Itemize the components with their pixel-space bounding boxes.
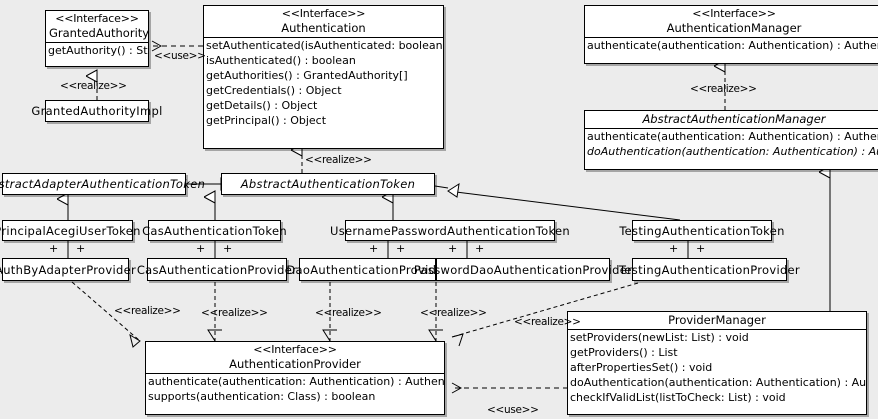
class-abstract-authentication-manager[interactable]: AbstractAuthenticationManager authentica… bbox=[584, 110, 878, 170]
class-name-label: PasswordDaoAuthenticationProvider bbox=[413, 262, 633, 277]
class-members: authenticate(authentication: Authenticat… bbox=[585, 129, 878, 159]
assoc-multiplicity: + bbox=[696, 242, 706, 255]
class-member: authenticate(authentication: Authenticat… bbox=[587, 130, 878, 144]
class-member: isAuthenticated() : boolean bbox=[206, 54, 356, 68]
stereotype-label: <<Interface>> bbox=[55, 12, 139, 25]
edge-realize-testingauthenticationprovider bbox=[451, 282, 639, 347]
class-header: <<Interface>> GrantedAuthority bbox=[46, 11, 150, 44]
class-abstract-adapter-authentication-token[interactable]: AbstractAdapterAuthenticationToken bbox=[0, 173, 205, 195]
edge-label-realize-testingauthenticationprovider: <<realize>> bbox=[514, 316, 581, 328]
class-name-label: GrantedAuthority bbox=[49, 25, 150, 40]
class-testing-authentication-token[interactable]: TestingAuthenticationToken bbox=[619, 220, 784, 241]
class-header: ProviderManager bbox=[568, 312, 866, 331]
assoc-multiplicity: + bbox=[196, 242, 206, 255]
class-header: <<Interface>> AuthenticationProvider bbox=[146, 342, 444, 375]
class-member: checkIfValidList(listToCheck: List) : vo… bbox=[570, 391, 786, 405]
class-name-label: TestingAuthenticationToken bbox=[619, 223, 785, 238]
edge-label-realize-passworddaoprovider: <<realize>> bbox=[420, 307, 487, 319]
class-name-label: GrantedAuthorityImpl bbox=[31, 104, 163, 118]
class-name-label: CasAuthenticationProvider bbox=[136, 262, 298, 277]
class-provider-manager[interactable]: ProviderManager setProviders(newList: Li… bbox=[567, 311, 867, 415]
class-username-password-authentication-token[interactable]: UsernamePasswordAuthenticationToken bbox=[330, 220, 570, 241]
edge-label-use-providermanager: <<use>> bbox=[487, 404, 539, 416]
class-members: setAuthenticated(isAuthenticated: boolea… bbox=[204, 38, 443, 128]
class-name-label: CasAuthenticationToken bbox=[142, 223, 287, 238]
assoc-multiplicity: + bbox=[76, 242, 86, 255]
class-name-label: DaoAuthenticationProvider bbox=[286, 262, 449, 277]
assoc-multiplicity: + bbox=[49, 242, 59, 255]
class-member: getCredentials() : Object bbox=[206, 84, 342, 98]
class-name-label: AuthenticationProvider bbox=[229, 356, 361, 371]
edge-label-realize-daoauthenticationprovider: <<realize>> bbox=[315, 307, 382, 319]
class-cas-authentication-provider[interactable]: CasAuthenticationProvider bbox=[137, 258, 297, 281]
class-header: <<Interface>> Authentication bbox=[204, 6, 443, 39]
class-granted-authority-impl[interactable]: GrantedAuthorityImpl bbox=[31, 100, 162, 122]
assoc-multiplicity: + bbox=[475, 242, 485, 255]
class-authentication[interactable]: <<Interface>> Authentication setAuthenti… bbox=[203, 5, 444, 149]
edge-label-realize-abstractauthenticationtoken: <<realize>> bbox=[305, 154, 372, 166]
class-members: getAuthority() : String bbox=[46, 43, 148, 58]
edge-realize-casauthenticationprovider bbox=[207, 282, 222, 342]
class-name-label: TestingAuthenticationProvider bbox=[619, 262, 800, 277]
edge-generalize-testingauthenticationtoken bbox=[434, 182, 681, 221]
assoc-multiplicity: + bbox=[396, 242, 406, 255]
edge-realize-passworddaoprovider bbox=[428, 282, 443, 342]
class-testing-authentication-provider[interactable]: TestingAuthenticationProvider bbox=[619, 258, 800, 281]
class-member: supports(authentication: Class) : boolea… bbox=[148, 390, 376, 404]
class-password-dao-authentication-provider[interactable]: PasswordDaoAuthenticationProvider bbox=[414, 258, 632, 281]
class-dao-authentication-provider[interactable]: DaoAuthenticationProvider bbox=[286, 258, 448, 281]
assoc-multiplicity: + bbox=[369, 242, 379, 255]
edge-label-use-grantedauthority: <<use>> bbox=[154, 50, 206, 62]
class-member: afterPropertiesSet() : void bbox=[570, 361, 713, 375]
class-member: setAuthenticated(isAuthenticated: boolea… bbox=[206, 39, 443, 53]
class-member: getAuthority() : String bbox=[48, 44, 148, 58]
class-member: setProviders(newList: List) : void bbox=[570, 331, 749, 345]
assoc-multiplicity: + bbox=[448, 242, 458, 255]
class-name-label: AbstractAuthenticationManager bbox=[642, 112, 826, 126]
class-member: getAuthorities() : GrantedAuthority[] bbox=[206, 69, 408, 83]
stereotype-label: <<Interface>> bbox=[281, 7, 366, 20]
assoc-multiplicity: + bbox=[223, 242, 233, 255]
class-member: getDetails() : Object bbox=[206, 99, 318, 113]
class-name-label: AuthByAdapterProvider bbox=[0, 262, 136, 277]
class-members: setProviders(newList: List) : void getPr… bbox=[568, 330, 866, 405]
class-name-label: UsernamePasswordAuthenticationToken bbox=[330, 223, 570, 238]
class-granted-authority[interactable]: <<Interface>> GrantedAuthority getAuthor… bbox=[45, 10, 149, 67]
class-name-label: PrincipalAcegiUserToken bbox=[0, 223, 141, 238]
class-members: authenticate(authentication: Authenticat… bbox=[146, 374, 444, 404]
class-authentication-provider[interactable]: <<Interface>> AuthenticationProvider aut… bbox=[145, 341, 445, 415]
class-member: getProviders() : List bbox=[570, 346, 678, 360]
class-header: AbstractAuthenticationManager bbox=[585, 111, 878, 130]
class-name-label: ProviderManager bbox=[668, 313, 766, 327]
class-member: doAuthentication(authentication: Authent… bbox=[570, 376, 866, 390]
class-header: <<Interface>> AuthenticationManager bbox=[585, 6, 878, 39]
stereotype-label: <<Interface>> bbox=[692, 7, 776, 20]
class-auth-by-adapter-provider[interactable]: AuthByAdapterProvider bbox=[0, 258, 136, 281]
edge-label-realize-abstractauthenticationmanager: <<realize>> bbox=[690, 83, 757, 95]
class-member: authenticate(authentication: Authenticat… bbox=[587, 39, 878, 53]
assoc-multiplicity: + bbox=[669, 242, 679, 255]
edge-realize-authbyadapterprovider bbox=[71, 281, 141, 348]
class-members: authenticate(authentication: Authenticat… bbox=[585, 38, 878, 53]
class-authentication-manager[interactable]: <<Interface>> AuthenticationManager auth… bbox=[584, 5, 878, 64]
class-principal-acegi-user-token[interactable]: PrincipalAcegiUserToken bbox=[0, 220, 140, 241]
class-name-label: AbstractAuthenticationToken bbox=[240, 177, 416, 191]
class-name-label: AbstractAdapterAuthenticationToken bbox=[0, 177, 206, 191]
class-member: doAuthentication(authentication: Authent… bbox=[587, 145, 878, 159]
edge-label-realize-grantedauthorityimpl: <<realize>> bbox=[60, 80, 127, 92]
edge-label-realize-authbyadapterprovider: <<realize>> bbox=[114, 305, 181, 317]
class-cas-authentication-token[interactable]: CasAuthenticationToken bbox=[142, 220, 287, 241]
stereotype-label: <<Interface>> bbox=[253, 343, 337, 356]
class-name-label: AuthenticationManager bbox=[666, 20, 802, 35]
edge-label-realize-casauthenticationprovider: <<realize>> bbox=[201, 307, 268, 319]
class-name-label: Authentication bbox=[281, 20, 366, 35]
class-member: authenticate(authentication: Authenticat… bbox=[148, 375, 444, 389]
class-member: getPrincipal() : Object bbox=[206, 114, 327, 128]
edge-realize-daoauthenticationprovider bbox=[322, 282, 337, 342]
class-abstract-authentication-token[interactable]: AbstractAuthenticationToken bbox=[221, 173, 435, 195]
